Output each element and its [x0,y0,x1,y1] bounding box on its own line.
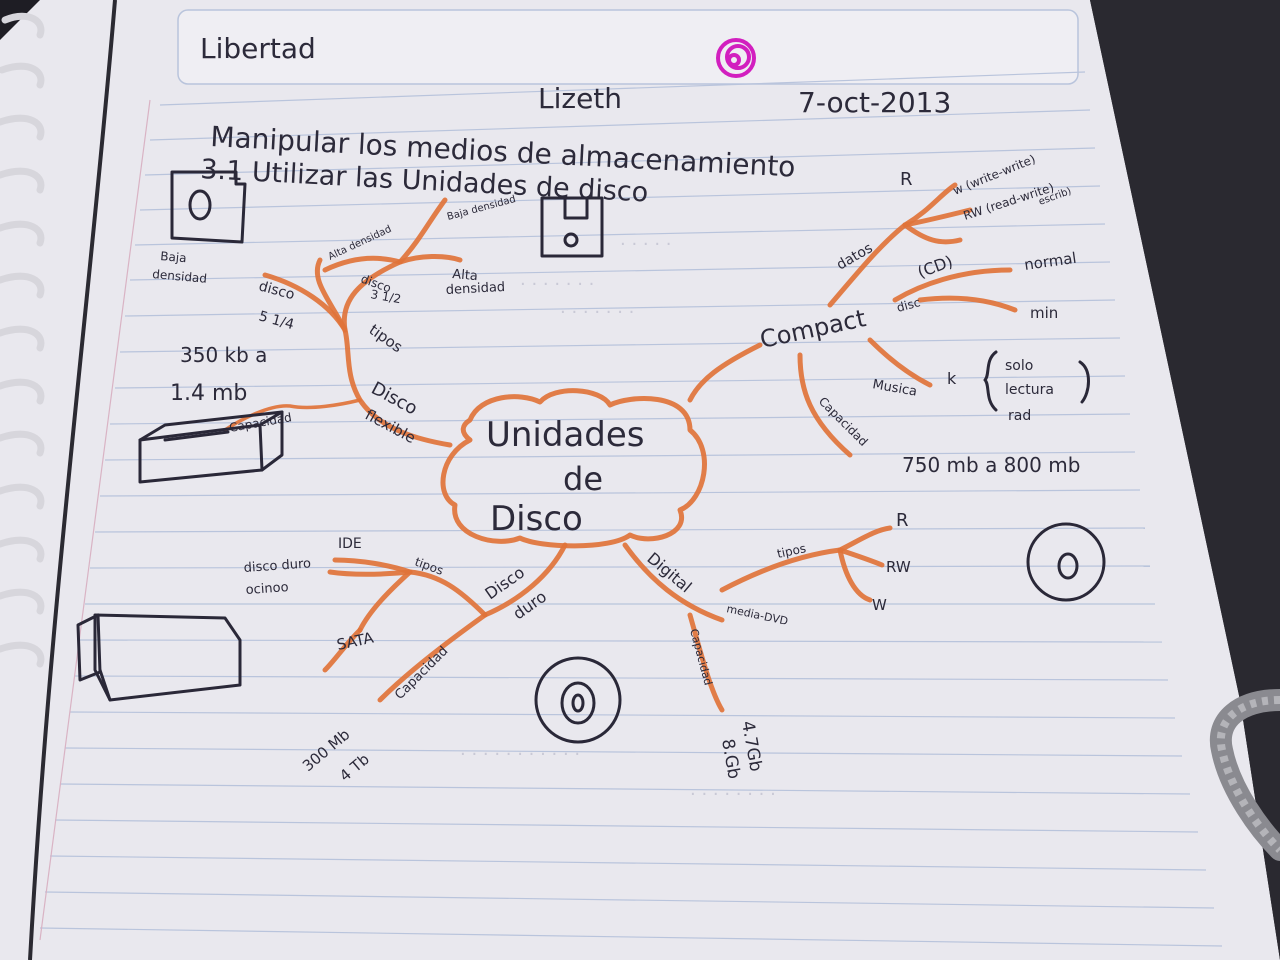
compact-k: k [947,369,957,388]
floppy-525-drawing [170,170,247,244]
svg-text:· · · · · · ·: · · · · · · · [560,302,634,323]
hard-drive-drawing [76,613,242,702]
compact-brace-left [983,350,998,412]
header-name: Libertad [200,32,316,65]
flexible-alta-a: Alta [452,267,479,284]
flexible-alta-b: densidad [445,280,505,298]
compact-branch-lines [687,182,1018,458]
svg-text:· · · · ·: · · · · · [620,234,672,255]
header-band [177,9,1079,85]
date: 7-oct-2013 [798,86,951,119]
magenta-scribble [716,38,756,78]
svg-text:· · · · · · · · · · ·: · · · · · · · · · · · [460,744,580,765]
central-cloud [440,388,707,549]
flexible-disco-35-b: 3 1/2 [369,287,402,306]
duro-ata-2: ocinoo [245,580,289,598]
compact-solo-3: rad [1008,408,1031,424]
central-title-3: Disco [490,499,583,539]
flexible-branch-lines [223,197,463,448]
duro-branch-lines [322,542,568,703]
central-title-2: de [563,460,603,498]
digital-tipos: tipos [776,541,808,561]
compact-min: min [1030,304,1058,322]
digital-branch-lines [622,525,893,713]
flexible-cap-1: 350 kb a [180,343,267,367]
digital-w: W [872,596,887,614]
flexible-baja-b: densidad [152,267,208,286]
floppy-drive-drawing [138,410,284,484]
central-title-1: Unidades [486,415,645,455]
svg-text:· · · · · · · ·: · · · · · · · · [690,784,776,805]
duro-ata-1: disco duro [243,556,311,576]
duro-ide: IDE [338,536,362,552]
compact-cap-values: 750 mb a 800 mb [902,453,1080,477]
digital-rw: RW [886,558,911,576]
compact-brace-right [1078,360,1090,404]
compact-r: R [900,169,913,190]
student-name: Lizeth [538,82,622,115]
digital-r: R [896,510,909,531]
svg-text:· · · · · · ·: · · · · · · · [520,274,594,295]
flexible-cap-2: 1.4 mb [170,381,247,406]
spiral-binding [0,12,45,668]
cd-drawing [1026,522,1106,602]
flexible-baja-a: Baja [160,249,187,265]
compact-solo-1: solo [1005,358,1033,374]
show-through-text: · · · · · · · · · · · · · · · · · · · · … [460,234,776,805]
compact-solo-2: lectura [1005,382,1054,398]
compact-disc: disc [895,295,922,315]
ruled-lines [39,71,1223,947]
floppy-35-drawing [540,196,604,258]
hard-disk-platter-drawing [534,656,622,744]
